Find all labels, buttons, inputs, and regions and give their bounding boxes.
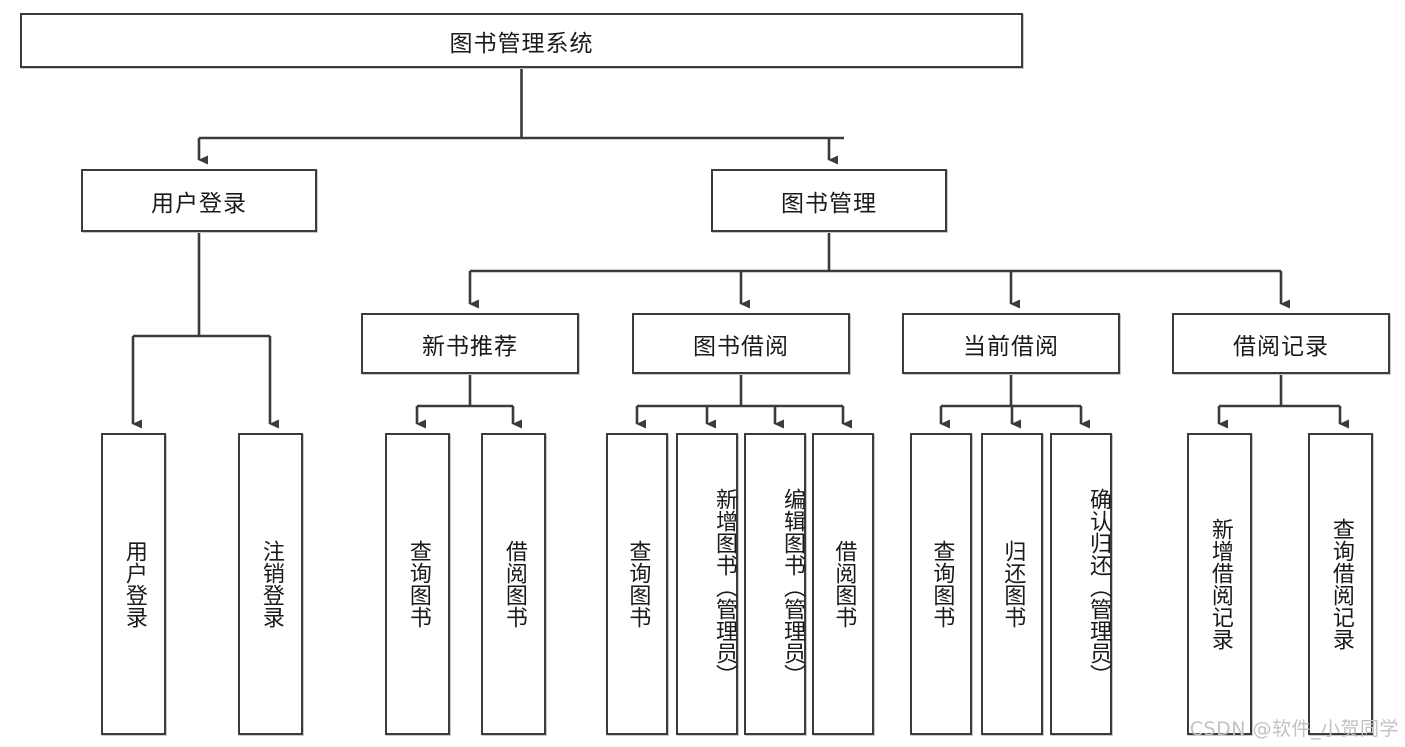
node-new-book-recommend-label: 新书推荐 bbox=[422, 333, 518, 360]
watermark-text: CSDN @软件_小贺同学 bbox=[1189, 718, 1399, 740]
leaf-user-login-label: 用户登录 bbox=[121, 540, 147, 628]
leaf-return-books[interactable]: 归还图书 bbox=[981, 433, 1043, 735]
node-book-borrow-label: 图书借阅 bbox=[693, 333, 789, 360]
leaf-edit-book-admin[interactable]: 编辑图书（管理员） bbox=[744, 433, 806, 735]
leaf-query-books-current[interactable]: 查询图书 bbox=[910, 433, 972, 735]
leaf-query-books-borrow[interactable]: 查询图书 bbox=[606, 433, 668, 735]
node-book-management-label: 图书管理 bbox=[781, 190, 877, 217]
leaf-add-book-admin[interactable]: 新增图书（管理员） bbox=[676, 433, 738, 735]
leaf-user-login[interactable]: 用户登录 bbox=[101, 433, 166, 735]
leaf-query-books-current-label: 查询图书 bbox=[929, 540, 955, 628]
leaf-query-books-recommend[interactable]: 查询图书 bbox=[385, 433, 450, 735]
node-root-label: 图书管理系统 bbox=[449, 30, 594, 57]
leaf-edit-book-admin-label: 编辑图书（管理员） bbox=[780, 488, 805, 686]
node-borrow-records-label: 借阅记录 bbox=[1233, 333, 1329, 360]
leaf-logout[interactable]: 注销登录 bbox=[238, 433, 303, 735]
leaf-add-book-admin-label: 新增图书（管理员） bbox=[712, 488, 737, 686]
leaf-add-borrow-record-label: 新增借阅记录 bbox=[1207, 518, 1233, 650]
leaf-query-borrow-record-label: 查询借阅记录 bbox=[1328, 518, 1354, 650]
leaf-borrow-books[interactable]: 借阅图书 bbox=[812, 433, 874, 735]
leaf-query-books-borrow-label: 查询图书 bbox=[625, 540, 651, 628]
node-new-book-recommend[interactable]: 新书推荐 bbox=[361, 313, 579, 374]
leaf-query-books-recommend-label: 查询图书 bbox=[405, 540, 431, 628]
node-user-login-label: 用户登录 bbox=[151, 190, 247, 217]
leaf-borrow-books-recommend-label: 借阅图书 bbox=[501, 540, 527, 628]
node-borrow-records[interactable]: 借阅记录 bbox=[1172, 313, 1390, 374]
leaf-borrow-books-recommend[interactable]: 借阅图书 bbox=[481, 433, 546, 735]
node-user-login[interactable]: 用户登录 bbox=[81, 169, 317, 232]
node-current-borrow[interactable]: 当前借阅 bbox=[902, 313, 1120, 374]
leaf-query-borrow-record[interactable]: 查询借阅记录 bbox=[1308, 433, 1373, 735]
node-root[interactable]: 图书管理系统 bbox=[20, 13, 1023, 68]
leaf-add-borrow-record[interactable]: 新增借阅记录 bbox=[1187, 433, 1252, 735]
leaf-logout-label: 注销登录 bbox=[258, 540, 284, 628]
leaf-confirm-return-admin[interactable]: 确认归还（管理员） bbox=[1050, 433, 1112, 735]
node-current-borrow-label: 当前借阅 bbox=[963, 333, 1059, 360]
leaf-return-books-label: 归还图书 bbox=[1000, 540, 1026, 628]
leaf-confirm-return-admin-label: 确认归还（管理员） bbox=[1086, 488, 1111, 686]
leaf-borrow-books-label: 借阅图书 bbox=[831, 540, 857, 628]
node-book-borrow[interactable]: 图书借阅 bbox=[632, 313, 850, 374]
node-book-management[interactable]: 图书管理 bbox=[711, 169, 947, 232]
